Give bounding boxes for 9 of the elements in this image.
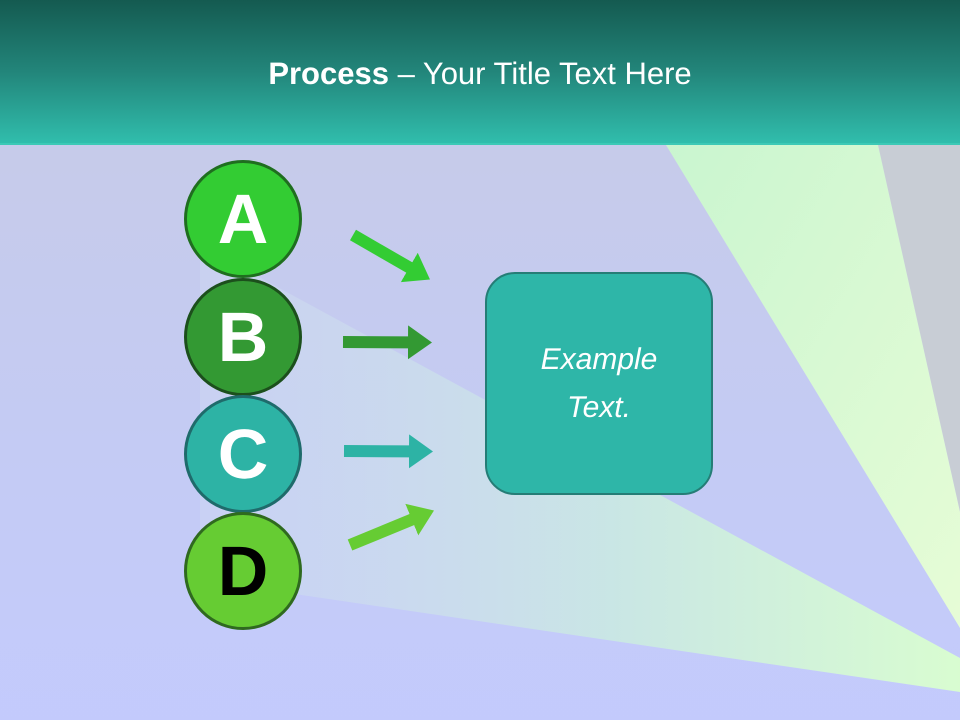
- letter-circle: A: [184, 160, 302, 278]
- arrow: [342, 325, 432, 360]
- process-box: Example Text.: [485, 272, 713, 495]
- arrow: [344, 434, 433, 468]
- letter-circle: B: [184, 278, 302, 396]
- slide-title: Process – Your Title Text Here: [268, 56, 692, 92]
- arrow: [350, 230, 430, 282]
- letter-circle: D: [184, 512, 302, 630]
- arrow: [348, 504, 434, 551]
